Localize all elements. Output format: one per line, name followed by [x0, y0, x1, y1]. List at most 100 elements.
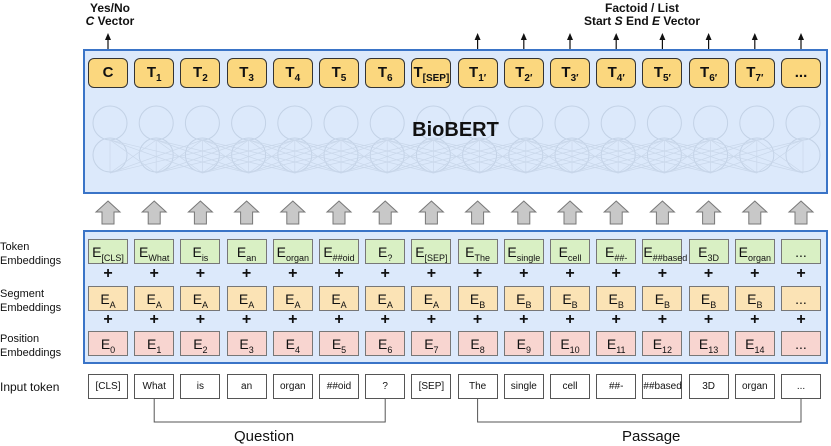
token-embedding-15: ...	[781, 239, 821, 264]
position-embedding-6: E6	[365, 331, 406, 356]
group-brackets	[153, 399, 802, 423]
up-arrow	[279, 200, 307, 225]
output-token-13: T6′	[688, 58, 729, 88]
position-embedding-14: E14	[734, 331, 775, 356]
passage-label: Passage	[622, 428, 681, 445]
up-arrow	[510, 200, 538, 225]
output-token-11: T4′	[596, 58, 637, 88]
output-arrow-head	[751, 33, 758, 40]
output-token-14: T7′	[734, 58, 775, 88]
position-embedding-3: E3	[226, 331, 267, 356]
up-arrow	[187, 200, 214, 225]
up-arrow	[140, 200, 168, 225]
network-edge	[387, 139, 526, 174]
group-bracket	[477, 399, 802, 423]
plus-sign: +	[380, 265, 390, 282]
output-token-4: T4	[272, 58, 313, 88]
position-embedding-9: E9	[503, 331, 544, 356]
output-arrow-head	[520, 33, 527, 40]
up-arrows	[94, 200, 815, 225]
output-token-3: T3	[226, 58, 267, 88]
token-embedding-13: E3D	[688, 239, 729, 264]
network-edge	[710, 139, 804, 174]
plus-sign: +	[796, 265, 806, 282]
network-edge	[109, 139, 249, 174]
plus-sign: +	[195, 265, 206, 282]
plus-sign: +	[750, 265, 760, 282]
plus-sign: +	[241, 265, 252, 282]
up-arrow	[325, 200, 353, 225]
output-arrow-head	[567, 33, 573, 40]
input-token-11: ##-	[596, 374, 637, 399]
output-token-6: T6	[365, 58, 406, 88]
network-edge	[756, 139, 804, 174]
input-token-0: [CLS]	[88, 374, 128, 399]
input-token-13: 3D	[688, 374, 729, 399]
group-bracket	[153, 399, 386, 423]
segment-embedding-1: EA	[134, 286, 175, 311]
position-embedding-5: E5	[319, 331, 359, 356]
network-edge	[525, 139, 619, 174]
input-token-1: What	[134, 374, 175, 399]
network-edge	[618, 139, 757, 174]
token-embedding-12: E##based	[642, 239, 687, 264]
segment-embedding-11: EB	[596, 286, 637, 311]
position-embedding-1: E1	[134, 331, 175, 356]
position-embedding-0: E0	[88, 331, 128, 356]
plus-sign: +	[334, 311, 344, 328]
input-token-5: ##oid	[319, 374, 359, 399]
position-embedding-7: E7	[411, 331, 452, 356]
output-token-8: T1′	[457, 58, 498, 88]
up-arrow	[464, 200, 491, 225]
output-token-1: T1	[134, 58, 175, 88]
network-edge	[571, 139, 665, 174]
factoid-label: Factoid / List Start S End E Vector	[572, 2, 712, 28]
input-token-6: ?	[365, 374, 406, 399]
plus-sign: +	[472, 265, 483, 282]
network-edge	[109, 139, 157, 174]
network-edge	[156, 139, 249, 174]
segment-embedding-9: EB	[503, 286, 544, 311]
up-arrow	[233, 200, 260, 225]
network-edge	[202, 139, 342, 174]
network-edge	[433, 139, 526, 174]
input-token-4: organ	[272, 374, 313, 399]
network-edge	[525, 139, 665, 174]
plus-sign: +	[611, 311, 621, 328]
position-embedding-12: E12	[642, 331, 683, 356]
plus-sign: +	[426, 265, 437, 282]
segment-embedding-3: EA	[226, 286, 267, 311]
plus-sign: +	[565, 265, 575, 282]
segment-embedding-12: EB	[642, 286, 683, 311]
up-arrow	[94, 200, 122, 225]
output-arrow-head	[705, 33, 712, 40]
factoid-line2: Start S End E Vector	[583, 14, 701, 28]
token-embedding-9: Esingle	[503, 239, 544, 264]
position-embedding-13: E13	[688, 331, 729, 356]
up-arrow	[371, 200, 399, 225]
network-edge	[294, 139, 434, 174]
output-token-15: ...	[781, 58, 821, 88]
output-token-9: T2′	[503, 58, 544, 88]
input-token-9: single	[503, 374, 544, 399]
input-token-3: an	[226, 374, 267, 399]
position-embeddings-label: Position Embeddings	[0, 333, 62, 359]
segment-embedding-6: EA	[365, 286, 406, 311]
network-edge	[248, 139, 342, 174]
yesno-label: Yes/No C Vector	[80, 2, 140, 28]
token-embedding-1: EWhat	[134, 239, 175, 264]
plus-sign: +	[657, 311, 668, 328]
plus-sign: +	[611, 265, 621, 282]
position-embedding-11: E11	[596, 331, 637, 356]
network-background	[92, 105, 821, 174]
output-token-2: T2	[180, 58, 221, 88]
input-token-14: organ	[734, 374, 775, 399]
position-embedding-2: E2	[180, 331, 221, 356]
segment-embedding-14: EB	[734, 286, 775, 311]
input-token-15: ...	[781, 374, 821, 399]
token-embedding-10: Ecell	[550, 239, 590, 264]
output-arrow-head	[659, 33, 666, 40]
token-embedding-2: Eis	[180, 239, 221, 264]
input-token-10: cell	[550, 374, 590, 399]
token-embedding-3: Ean	[226, 239, 267, 264]
